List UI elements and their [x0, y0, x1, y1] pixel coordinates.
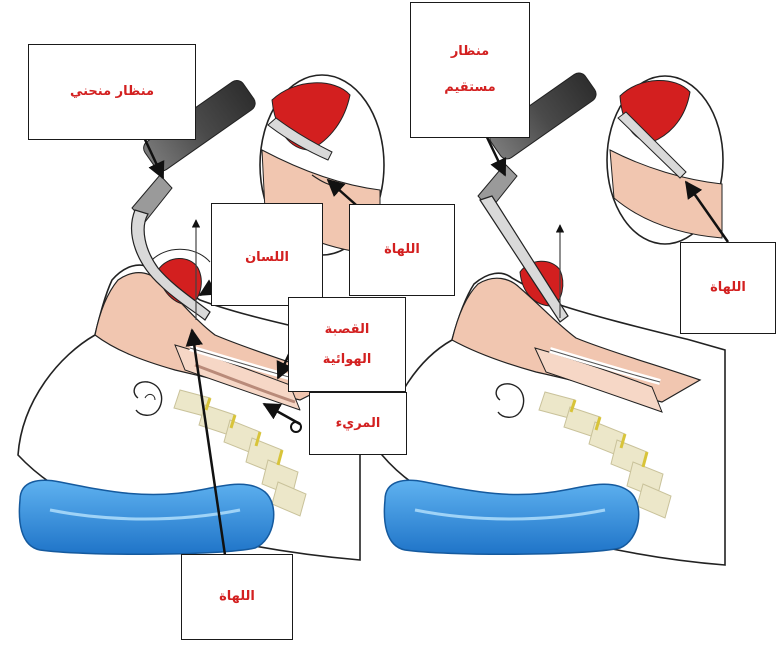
- label-epiglottis-right: اللهاة: [680, 242, 776, 334]
- label-epiglottis-zoom: اللهاة: [349, 204, 455, 296]
- label-esophagus: المريء: [309, 392, 407, 455]
- label-straight-blade-line2: مستقيم: [444, 80, 495, 96]
- right-ear: [496, 384, 523, 417]
- label-curved-blade-text: منظار منحني: [70, 84, 154, 100]
- left-ear: [134, 382, 161, 415]
- right-panel-illustration: [382, 70, 725, 565]
- label-straight-blade-line1: منظار: [451, 44, 489, 60]
- label-trachea-line2: الهوائية: [323, 352, 372, 368]
- label-straight-blade: منظار مستقيم: [410, 2, 530, 138]
- label-epiglottis-bottom-text: اللهاة: [219, 589, 255, 605]
- label-trachea: القصبة الهوائية: [288, 297, 406, 392]
- label-trachea-line1: القصبة: [325, 322, 370, 338]
- label-tongue: اللسان: [211, 203, 323, 306]
- label-epiglottis-zoom-text: اللهاة: [384, 242, 420, 258]
- label-epiglottis-right-text: اللهاة: [710, 280, 746, 296]
- label-curved-blade: منظار منحني: [28, 44, 196, 140]
- right-zoom-inset: [607, 76, 723, 244]
- label-tongue-text: اللسان: [245, 250, 289, 266]
- label-epiglottis-bottom: اللهاة: [181, 554, 293, 640]
- label-esophagus-text: المريء: [336, 416, 381, 432]
